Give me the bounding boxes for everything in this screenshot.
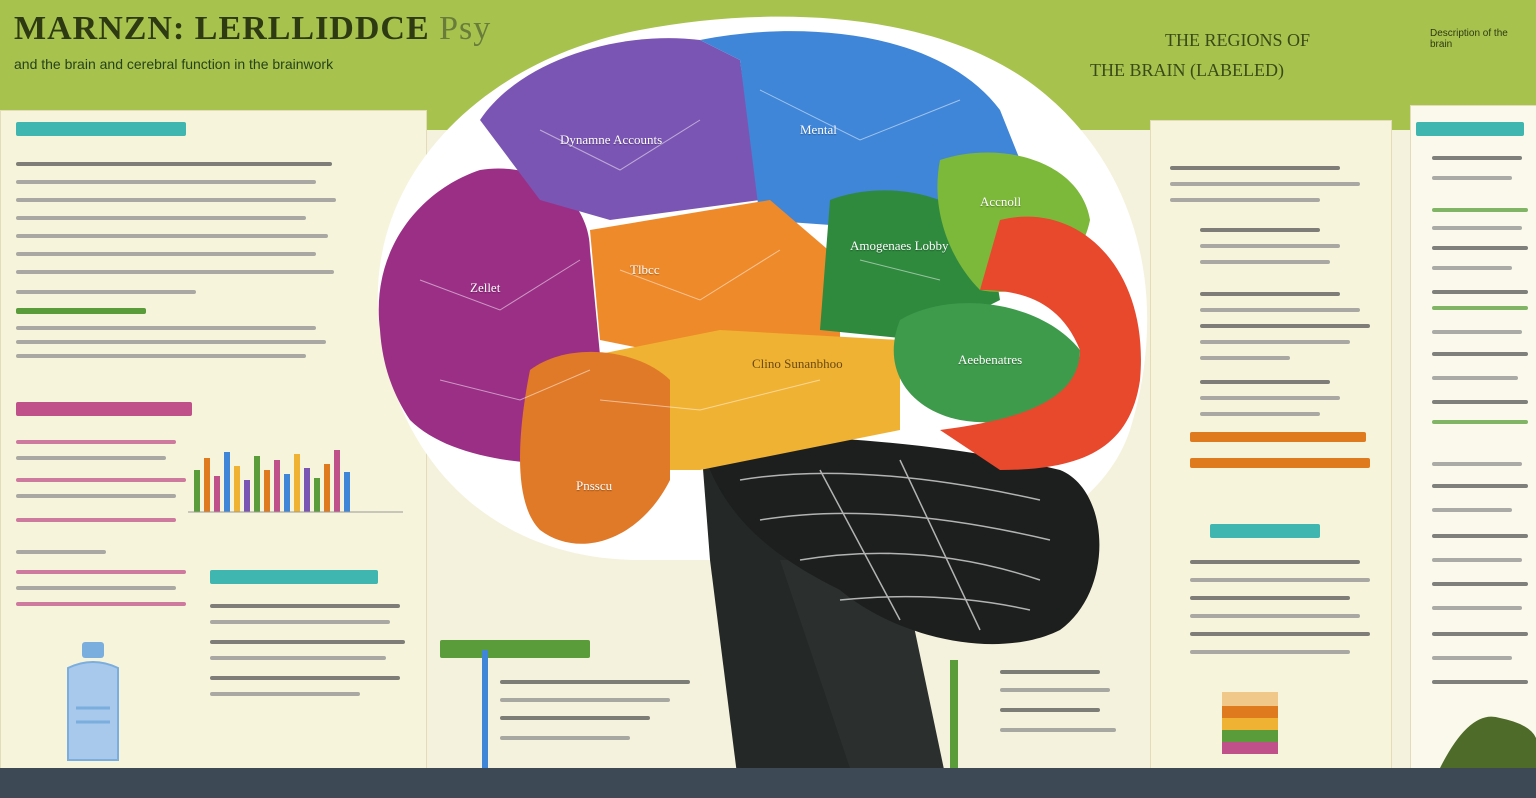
right-orange-line1: [1190, 432, 1366, 442]
title-text: MARNZN: LERLLIDDCE: [14, 10, 430, 47]
stack-icon: [1222, 684, 1278, 764]
far-right-header: [1416, 122, 1524, 136]
lobe-sensory: [893, 303, 1080, 423]
lobe-label-insula: Clino Sunanbhoo: [752, 356, 843, 371]
lobe-temporal: [590, 200, 840, 360]
right-orange-line2: [1190, 458, 1370, 468]
cerebellum: [700, 436, 1100, 645]
lobe-label-occipital: Mental: [800, 122, 837, 137]
brain-stem: [700, 430, 860, 798]
lobe-parietal: [480, 38, 760, 220]
bottle-icon: [67, 642, 119, 761]
left-subheader-pink: [16, 402, 192, 416]
center-left-callout: [440, 640, 590, 658]
page-subtitle: and the brain and cerebral function in t…: [14, 56, 334, 72]
mini-bar-graphic: [188, 450, 403, 513]
title-suffix: Psy: [439, 10, 492, 47]
lobe-label-association: Amogenaes Lobby: [850, 238, 949, 253]
left-lower-header: [210, 570, 378, 584]
left-section-header: [16, 122, 186, 136]
lobe-label-sensory: Aeebenatres: [958, 352, 1023, 367]
lobe-limbic: [520, 351, 670, 544]
header-right-line1: THE REGIONS OF: [1165, 30, 1311, 50]
lobe-label-limbic: Pnsscu: [576, 478, 613, 493]
header-right-corner: Description of the brain: [1430, 28, 1508, 50]
brain-illustration: [377, 16, 1148, 798]
lobe-label-frontal: Zellet: [470, 280, 501, 295]
hill-icon: [1440, 716, 1536, 768]
right-panel: [1150, 120, 1392, 770]
lobe-label-temporal: Tlbcc: [630, 262, 660, 277]
header-right-line2: THE BRAIN (LABELED): [1090, 60, 1284, 80]
center-left-pole: [482, 650, 488, 768]
right-section-header: [1210, 524, 1320, 538]
far-right-panel: [1410, 105, 1536, 770]
lobe-label-parietal: Dynamne Accounts: [560, 132, 663, 147]
center-right-pole: [950, 660, 958, 768]
page-title: MARNZN: LERLLIDDCE Psy: [14, 10, 491, 48]
lobe-label-motor: Accnoll: [980, 194, 1022, 209]
bottom-bar: [0, 768, 1536, 798]
